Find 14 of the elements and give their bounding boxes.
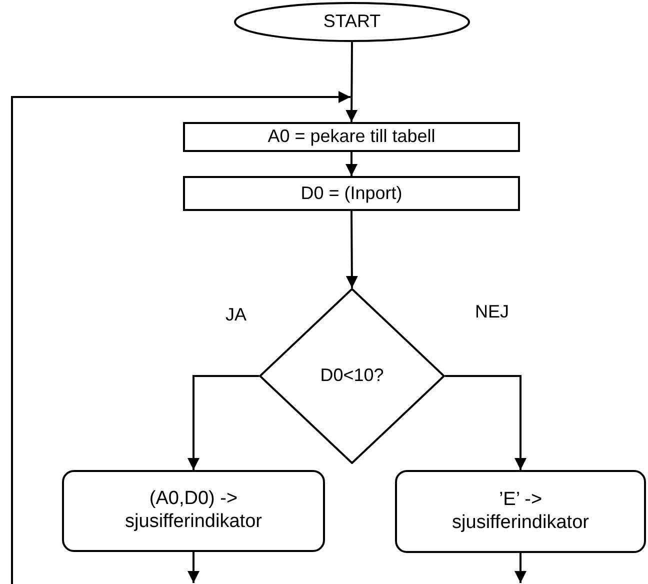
arrow	[188, 552, 200, 583]
process-box: ’E’ -> sjusifferindikator	[395, 470, 646, 553]
arrow	[346, 211, 358, 288]
process-box: D0 = (Inport)	[183, 176, 520, 211]
arrow	[346, 152, 358, 176]
arrow	[514, 553, 526, 583]
decision-diamond: D0<10?	[259, 288, 445, 464]
process-box: (A0,D0) -> sjusifferindikator	[62, 470, 325, 552]
process-box: A0 = pekare till tabell	[183, 122, 520, 152]
arrow	[11, 91, 350, 584]
arrow	[188, 375, 259, 470]
arrow	[445, 375, 526, 470]
arrow	[346, 42, 358, 122]
terminal-ellipse: START	[234, 2, 470, 42]
